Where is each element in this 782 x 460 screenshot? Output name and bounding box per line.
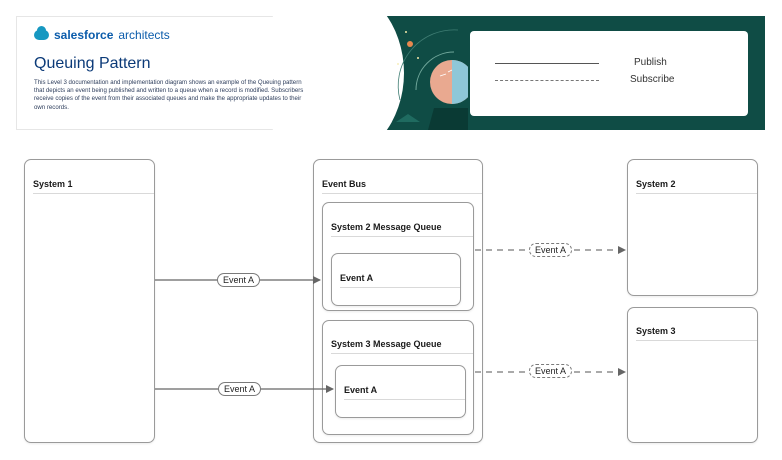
legend-panel: Publish Subscribe bbox=[470, 31, 748, 116]
legend-subscribe-label: Subscribe bbox=[630, 74, 675, 85]
page-title: Queuing Pattern bbox=[34, 55, 151, 72]
decorative-illustration bbox=[396, 29, 468, 130]
system-2-queue-event-divider bbox=[340, 287, 460, 288]
system-2-box: System 2 bbox=[627, 159, 758, 296]
system-2-title: System 2 bbox=[636, 179, 676, 189]
legend-publish-line bbox=[495, 63, 599, 64]
header-banner: salesforce architects Queuing Pattern Th… bbox=[16, 16, 765, 130]
system-3-queue-title: System 3 Message Queue bbox=[331, 339, 442, 349]
logo-suffix: architects bbox=[118, 28, 170, 42]
subscribe-label-1: Event A bbox=[529, 243, 572, 257]
system-1-box: System 1 bbox=[24, 159, 155, 443]
system-3-queue-divider bbox=[331, 353, 473, 354]
system-3-box: System 3 bbox=[627, 307, 758, 443]
salesforce-cloud-icon bbox=[34, 26, 49, 40]
subscribe-label-2: Event A bbox=[529, 364, 572, 378]
system-3-queue-event-box: Event A bbox=[335, 365, 466, 418]
legend-publish-label: Publish bbox=[634, 57, 667, 68]
system-3-queue-event-title: Event A bbox=[344, 385, 378, 395]
system-2-queue-event-title: Event A bbox=[340, 273, 374, 283]
legend-subscribe-line bbox=[495, 80, 599, 81]
system-3-title: System 3 bbox=[636, 326, 676, 336]
system-2-queue-divider bbox=[331, 236, 473, 237]
system-1-divider bbox=[33, 193, 154, 194]
event-bus-divider bbox=[322, 193, 482, 194]
header-curve bbox=[256, 16, 404, 130]
system-3-divider bbox=[636, 340, 757, 341]
system-2-divider bbox=[636, 193, 757, 194]
system-3-queue-event-divider bbox=[344, 399, 465, 400]
publish-label-2: Event A bbox=[218, 382, 261, 396]
salesforce-logo: salesforce architects bbox=[34, 26, 170, 42]
page-description: This Level 3 documentation and implement… bbox=[34, 79, 304, 111]
system-1-title: System 1 bbox=[33, 179, 73, 189]
event-bus-title: Event Bus bbox=[322, 179, 367, 189]
logo-brand: salesforce bbox=[54, 28, 114, 42]
system-2-queue-event-box: Event A bbox=[331, 253, 461, 306]
publish-label-1: Event A bbox=[217, 273, 260, 287]
system-2-queue-title: System 2 Message Queue bbox=[331, 222, 442, 232]
